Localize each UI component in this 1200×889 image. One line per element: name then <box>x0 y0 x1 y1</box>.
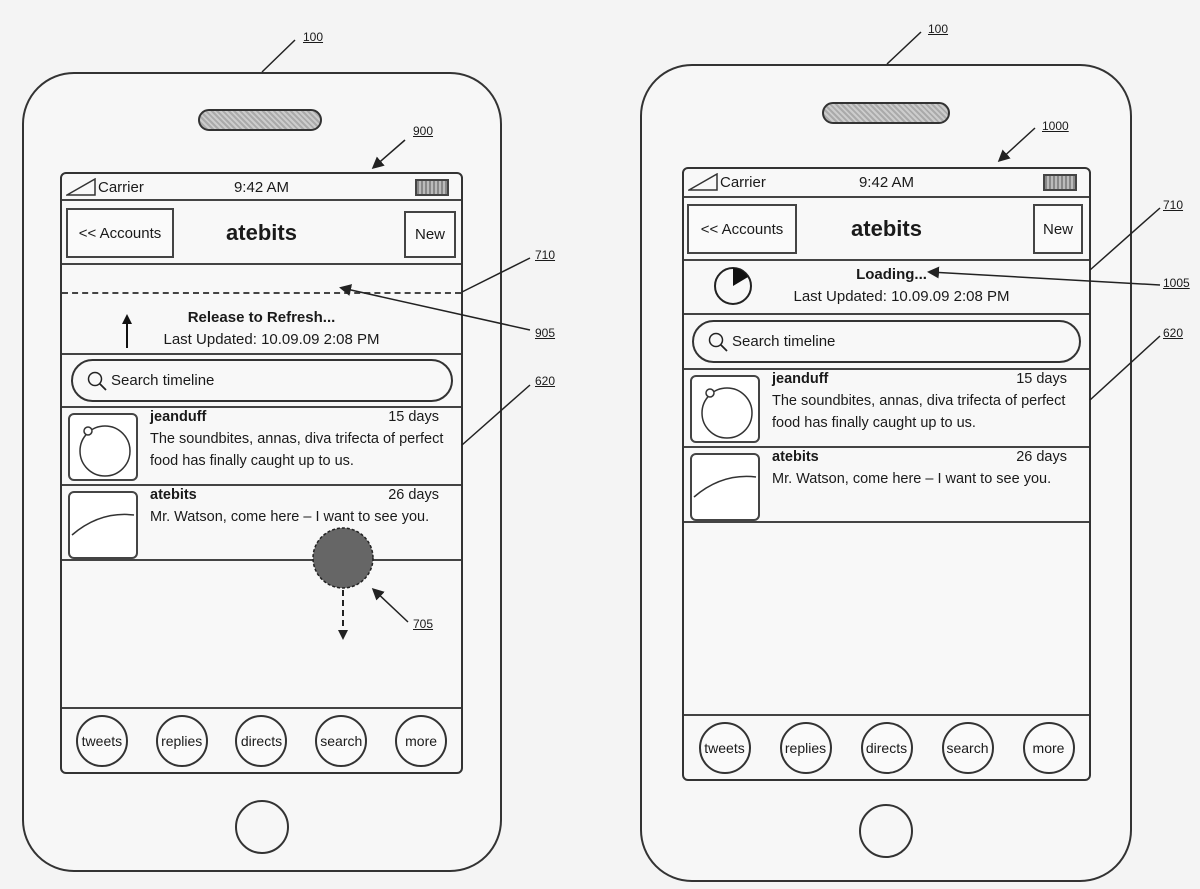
ref-label-900: 900 <box>413 124 434 138</box>
speaker-grille <box>198 109 322 131</box>
tweet-row[interactable]: jeanduff 15 days The soundbites, annas, … <box>684 369 1089 447</box>
pull-threshold-line <box>62 292 461 294</box>
last-updated-label: Last Updated: 10.09.09 2:08 PM <box>163 331 380 348</box>
tab-replies[interactable]: replies <box>779 721 832 774</box>
battery-icon <box>1043 174 1077 191</box>
loading-label: Loading... <box>856 266 927 283</box>
search-timeline-input[interactable]: Search timeline <box>71 359 453 402</box>
tweet-age: 26 days <box>1016 449 1067 465</box>
search-icon <box>87 371 107 391</box>
tweet-username: jeanduff <box>150 409 207 425</box>
signal-icon <box>66 178 96 196</box>
tweet-text: The soundbites, annas, diva trifecta of … <box>772 393 1066 431</box>
arrow-up-icon <box>122 314 132 348</box>
ref-label-705: 705 <box>413 617 434 631</box>
clock: 9:42 AM <box>858 174 915 191</box>
search-icon <box>708 332 728 352</box>
tab-search[interactable]: search <box>941 721 994 774</box>
search-placeholder: Search timeline <box>732 333 836 350</box>
avatar <box>68 413 138 481</box>
tweet-text: Mr. Watson, come here – I want to see yo… <box>150 509 430 525</box>
ref-label-1005: 1005 <box>1163 276 1190 290</box>
tweet-age: 26 days <box>388 487 439 503</box>
accounts-back-button[interactable]: << Accounts <box>687 204 797 254</box>
tab-tweets[interactable]: tweets <box>698 721 751 774</box>
search-placeholder: Search timeline <box>111 372 215 389</box>
battery-icon <box>415 179 449 196</box>
tab-directs[interactable]: directs <box>860 721 913 774</box>
home-button[interactable] <box>235 800 289 854</box>
tweet-row[interactable]: atebits 26 days Mr. Watson, come here – … <box>684 447 1089 522</box>
tweet-age: 15 days <box>388 409 439 425</box>
ref-label-1000: 1000 <box>1042 119 1069 133</box>
tab-bar: tweets replies directs search more <box>684 714 1089 779</box>
screen-fig10: Carrier 9:42 AM << Accounts atebits New … <box>682 167 1091 781</box>
loading-spinner-icon <box>714 267 752 305</box>
ref-label-905: 905 <box>535 326 556 340</box>
avatar <box>68 491 138 559</box>
tweet-row[interactable]: atebits 26 days Mr. Watson, come here – … <box>62 485 461 560</box>
new-button[interactable]: New <box>1033 204 1083 254</box>
tab-more[interactable]: more <box>395 714 448 767</box>
ref-label-710: 710 <box>1163 198 1184 212</box>
nav-title: atebits <box>226 220 297 245</box>
tweet-age: 15 days <box>1016 371 1067 387</box>
tab-search[interactable]: search <box>315 714 368 767</box>
tweet-text: Mr. Watson, come here – I want to see yo… <box>772 471 1052 487</box>
tab-directs[interactable]: directs <box>235 714 288 767</box>
signal-icon <box>688 173 718 191</box>
tweet-row[interactable]: jeanduff 15 days The soundbites, annas, … <box>62 407 461 485</box>
ref-label-620: 620 <box>1163 326 1184 340</box>
ref-label-100: 100 <box>303 30 324 44</box>
ref-label-710: 710 <box>535 248 556 262</box>
tweet-username: atebits <box>772 449 819 465</box>
accounts-back-button[interactable]: << Accounts <box>66 208 174 258</box>
tweet-username: atebits <box>150 487 197 503</box>
ref-label-620: 620 <box>535 374 556 388</box>
last-updated-label: Last Updated: 10.09.09 2:08 PM <box>793 288 1010 305</box>
carrier-label: Carrier <box>98 179 144 196</box>
tweet-username: jeanduff <box>772 371 829 387</box>
tab-bar: tweets replies directs search more <box>62 707 461 772</box>
tab-replies[interactable]: replies <box>155 714 208 767</box>
release-to-refresh-label: Release to Refresh... <box>187 309 336 326</box>
nav-title: atebits <box>851 216 922 241</box>
screen-fig9: Carrier 9:42 AM << Accounts atebits New … <box>60 172 463 774</box>
ref-label-100: 100 <box>928 22 949 36</box>
tab-more[interactable]: more <box>1022 721 1075 774</box>
tab-tweets[interactable]: tweets <box>75 714 128 767</box>
tweet-text: The soundbites, annas, diva trifecta of … <box>150 431 444 469</box>
carrier-label: Carrier <box>720 174 766 191</box>
search-timeline-input[interactable]: Search timeline <box>692 320 1081 363</box>
avatar <box>690 453 760 521</box>
new-button[interactable]: New <box>404 211 456 258</box>
speaker-grille <box>822 102 950 124</box>
avatar <box>690 375 760 443</box>
clock: 9:42 AM <box>233 179 290 196</box>
home-button[interactable] <box>859 804 913 858</box>
